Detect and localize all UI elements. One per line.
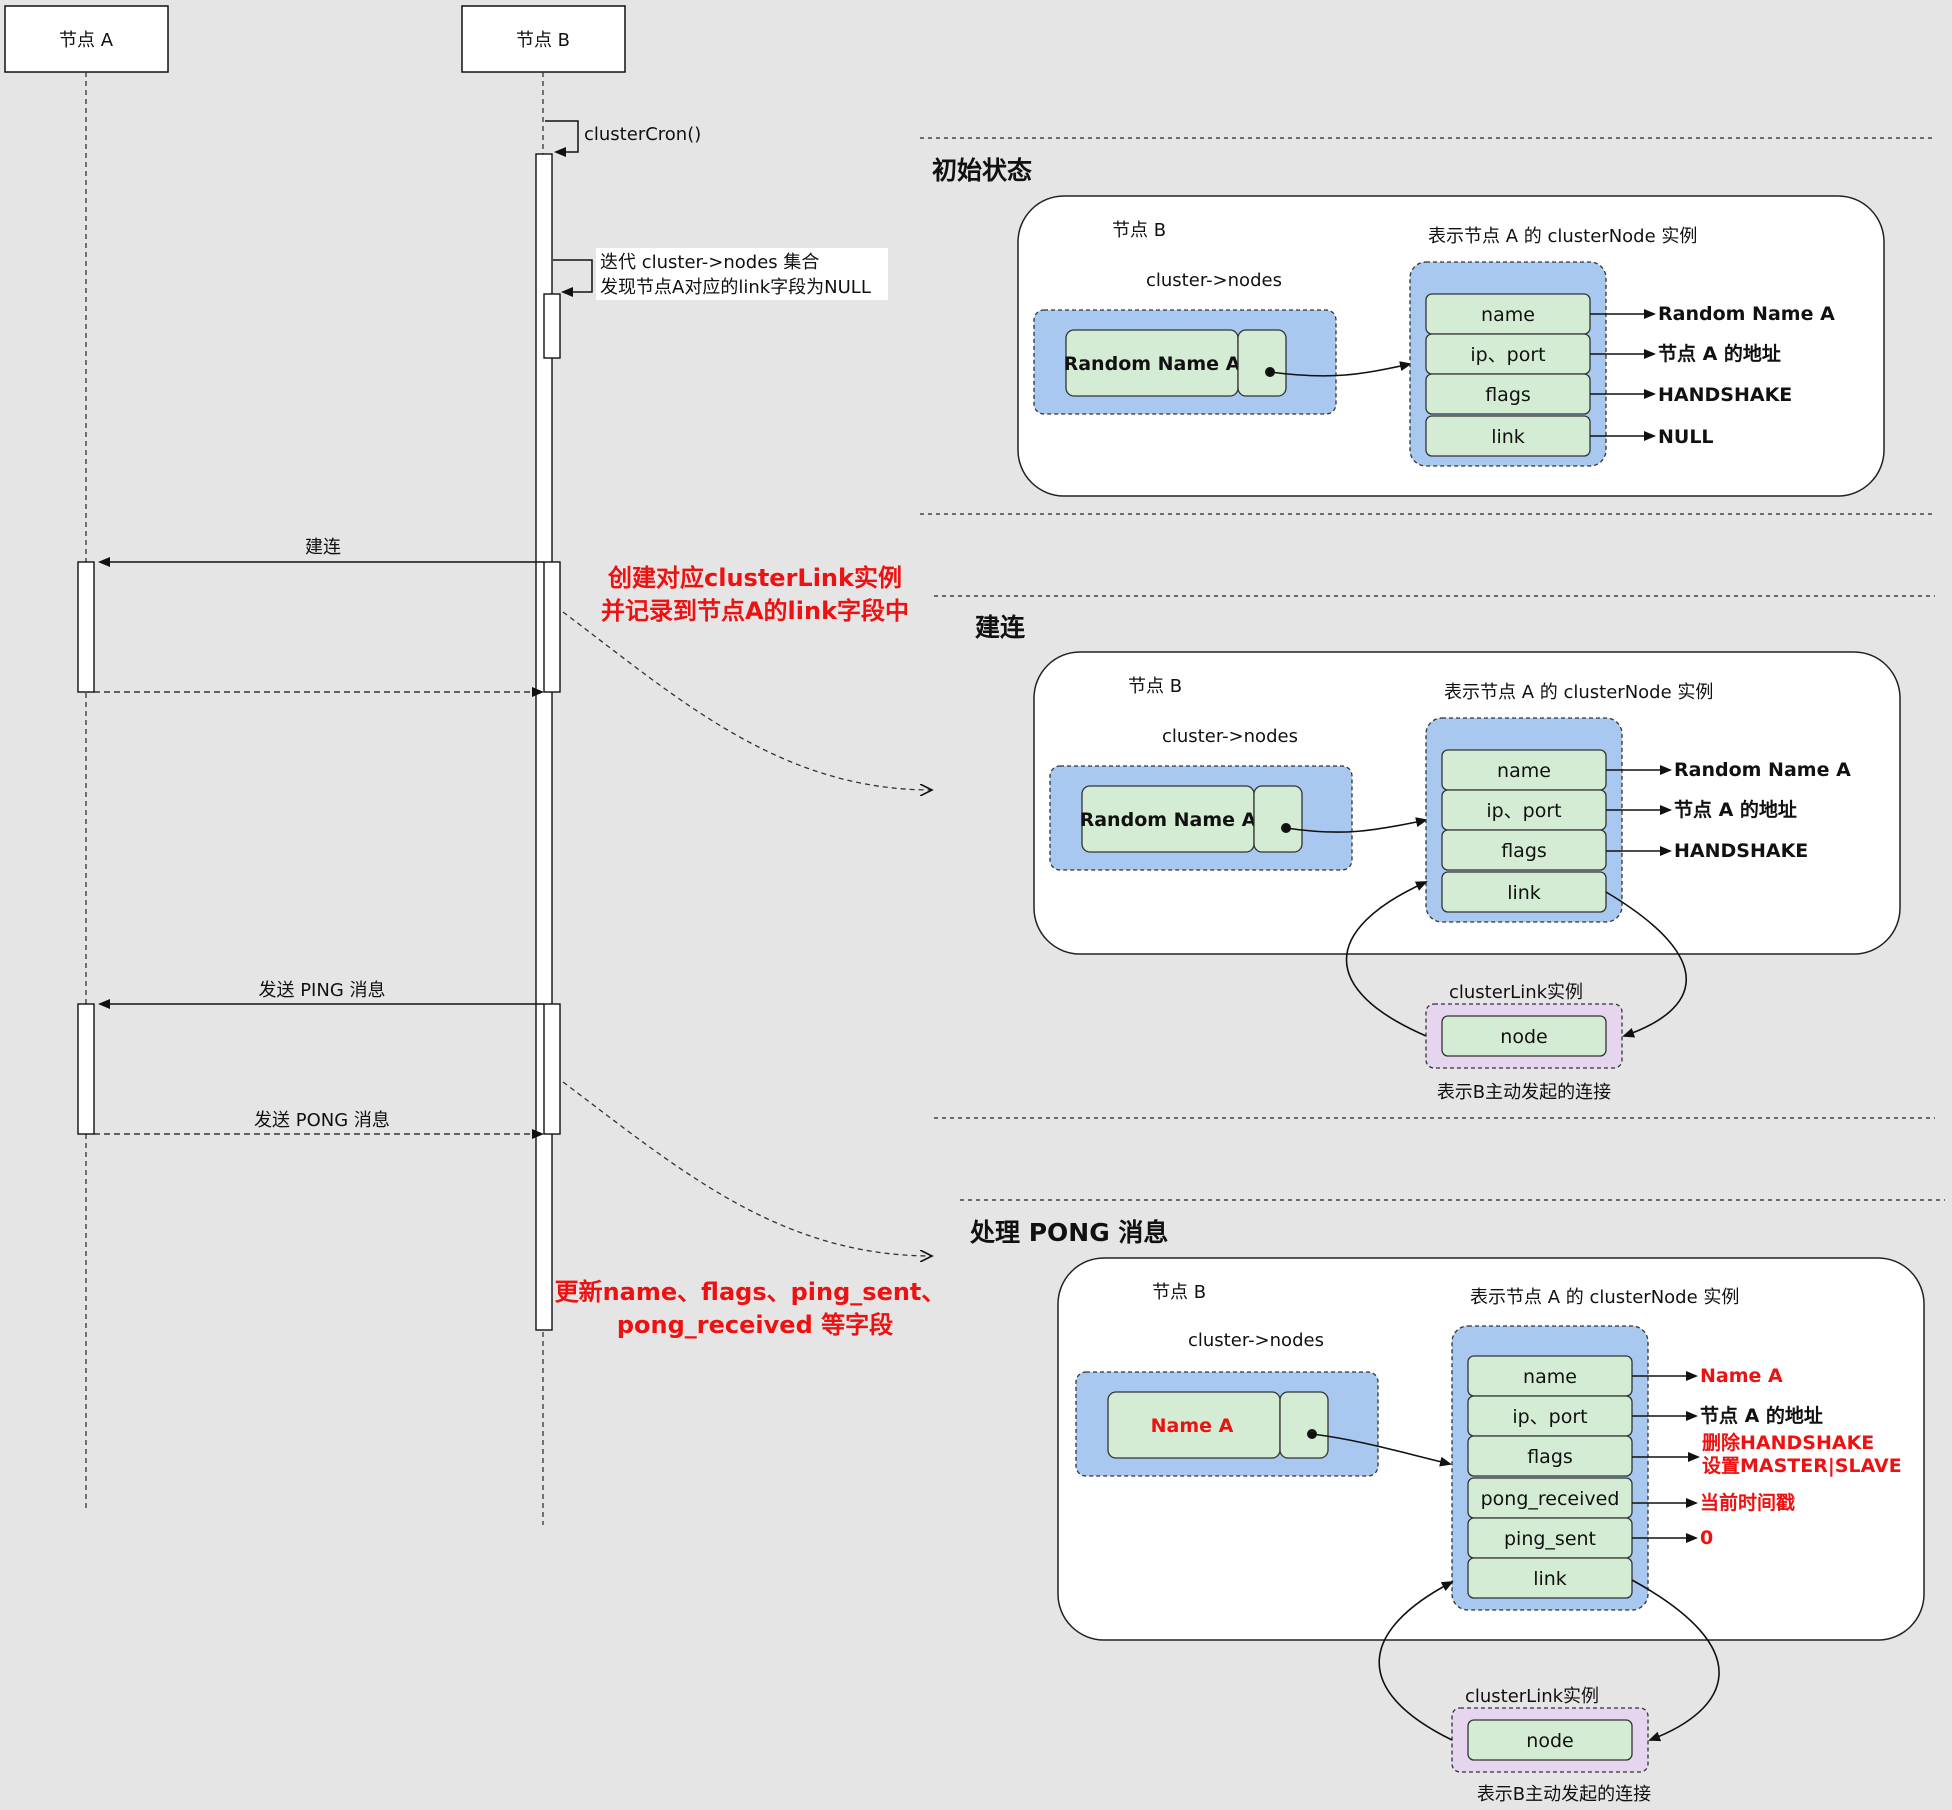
iterate-label-line1: 迭代 cluster->nodes 集合 <box>600 252 819 273</box>
section-title: 建连 <box>975 613 1026 642</box>
field-label: flags <box>1527 1446 1573 1468</box>
node-a-box <box>4 5 169 73</box>
cluster-link-to-node-arrow <box>1345 881 1428 1037</box>
value-label: 当前时间戳 <box>1700 1491 1795 1514</box>
field-label: ip、port <box>1512 1406 1587 1428</box>
field-label: pong_received <box>1481 1488 1620 1510</box>
panel-pong: 处理 PONG 消息 节点 B cluster->nodes 表示节点 A 的 … <box>960 1199 1945 1805</box>
cluster-link-description: 表示B主动发起的连接 <box>1477 1784 1651 1805</box>
pointer-arrow <box>1285 817 1428 833</box>
dict-entry-label: Random Name A <box>1064 353 1241 375</box>
field-label: link <box>1533 1568 1567 1590</box>
node-b-caption: 节点 B <box>1128 676 1182 697</box>
field-label: link <box>1507 882 1541 904</box>
value-label: HANDSHAKE <box>1658 384 1792 406</box>
field-label: ip、port <box>1486 800 1561 822</box>
field-box <box>1467 1435 1633 1477</box>
pong-to-panel-connector <box>562 1081 932 1256</box>
dict-entry-pointer <box>1279 1391 1329 1459</box>
field-label: ip、port <box>1470 344 1545 366</box>
value-label: Random Name A <box>1658 303 1835 325</box>
value-label: 设置MASTER|SLAVE <box>1702 1455 1902 1477</box>
field-label: name <box>1497 760 1551 782</box>
node-b-caption: 节点 B <box>1152 1282 1206 1303</box>
field-label: ping_sent <box>1504 1528 1596 1550</box>
value-label: 节点 A 的地址 <box>1658 342 1781 365</box>
link-field-label: node <box>1526 1730 1573 1752</box>
section-title: 处理 PONG 消息 <box>969 1218 1168 1247</box>
activation-a-ping <box>77 1003 95 1135</box>
instance-caption: 表示节点 A 的 clusterNode 实例 <box>1470 1287 1739 1308</box>
update-fields-note-line1: 更新name、flags、ping_sent、 <box>555 1278 946 1306</box>
instance-caption: 表示节点 A 的 clusterNode 实例 <box>1428 226 1697 247</box>
instance-fields: name ip、port flags link <box>1425 293 1591 457</box>
node-b-caption: 节点 B <box>1112 220 1166 241</box>
iterate-label-line2: 发现节点A对应的link字段为NULL <box>600 277 871 298</box>
ping-label: 发送 PING 消息 <box>258 980 385 1001</box>
cluster-cron-label: clusterCron() <box>584 124 701 145</box>
field-box <box>1467 1557 1633 1599</box>
connect-to-panel-connector <box>562 611 932 790</box>
cluster-nodes-caption: cluster->nodes <box>1188 1330 1324 1351</box>
value-label: 节点 A 的地址 <box>1700 1404 1823 1427</box>
iterate-self-call <box>553 259 593 297</box>
field-values: Random Name A 节点 A 的地址 HANDSHAKE NULL <box>1590 303 1835 448</box>
node-a-label: 节点 A <box>59 30 114 51</box>
create-link-note-line2: 并记录到节点A的link字段中 <box>601 597 909 625</box>
value-label: NULL <box>1658 426 1714 448</box>
panel-connect: 建连 节点 B cluster->nodes 表示节点 A 的 clusterN… <box>934 595 1935 1119</box>
field-label: link <box>1491 426 1525 448</box>
field-label: flags <box>1501 840 1547 862</box>
cluster-link-to-node-arrow <box>1378 1581 1454 1741</box>
value-label: 节点 A 的地址 <box>1674 798 1797 821</box>
cluster-link-description: 表示B主动发起的连接 <box>1437 1082 1611 1103</box>
node-b-box <box>461 5 626 73</box>
instance-fields: name ip、port flags pong_received ping_se… <box>1467 1355 1633 1599</box>
cluster-link-caption: clusterLink实例 <box>1449 982 1583 1003</box>
activation-b-connect <box>543 561 561 693</box>
activation-a-connect <box>77 561 95 693</box>
update-fields-note-line2: pong_received 等字段 <box>617 1311 893 1339</box>
dict-entry-pointer <box>1253 785 1303 853</box>
field-label: name <box>1523 1366 1577 1388</box>
dict-entry-label: Name A <box>1151 1415 1234 1437</box>
cluster-nodes-caption: cluster->nodes <box>1146 270 1282 291</box>
create-link-note-line1: 创建对应clusterLink实例 <box>607 564 902 592</box>
field-values: Random Name A 节点 A 的地址 HANDSHAKE <box>1606 759 1851 862</box>
instance-fields: name ip、port flags link <box>1441 749 1607 913</box>
cluster-nodes-caption: cluster->nodes <box>1162 726 1298 747</box>
field-box <box>1441 829 1607 871</box>
link-field-label: node <box>1500 1026 1547 1048</box>
value-label: HANDSHAKE <box>1674 840 1808 862</box>
link-field-box <box>1467 1719 1633 1761</box>
node-b-label: 节点 B <box>516 30 570 51</box>
pong-label: 发送 PONG 消息 <box>254 1110 390 1131</box>
panel-initial: 初始状态 节点 B cluster->nodes 表示节点 A 的 cluste… <box>920 137 1935 515</box>
section-title: 初始状态 <box>932 156 1032 185</box>
sequence-diagram: 节点 A 节点 B clusterCron() 迭代 cluster->node… <box>4 5 946 1525</box>
activation-b-iterate <box>543 293 561 359</box>
link-to-cluster-link-arrow <box>1631 1579 1720 1742</box>
field-label: flags <box>1485 384 1531 406</box>
value-label: Name A <box>1700 1365 1783 1387</box>
pointer-arrow <box>1269 361 1412 377</box>
value-label: 0 <box>1700 1527 1713 1549</box>
value-label: 删除HANDSHAKE <box>1702 1431 1874 1454</box>
field-values: Name A 节点 A 的地址 删除HANDSHAKE 设置MASTER|SLA… <box>1632 1365 1902 1549</box>
iterate-note-bg <box>596 248 888 300</box>
connect-label: 建连 <box>305 537 341 558</box>
pointer-arrow <box>1311 1433 1452 1467</box>
dict-entry-pointer <box>1237 329 1287 397</box>
field-label: name <box>1481 304 1535 326</box>
value-label: Random Name A <box>1674 759 1851 781</box>
instance-caption: 表示节点 A 的 clusterNode 实例 <box>1444 682 1713 703</box>
link-to-cluster-link-arrow <box>1605 891 1687 1038</box>
dict-entry-label: Random Name A <box>1080 809 1257 831</box>
cluster-link-caption: clusterLink实例 <box>1465 1686 1599 1707</box>
activation-b-ping <box>543 1003 561 1135</box>
cluster-cron-self-call <box>545 120 579 157</box>
link-field-box <box>1441 1015 1607 1057</box>
